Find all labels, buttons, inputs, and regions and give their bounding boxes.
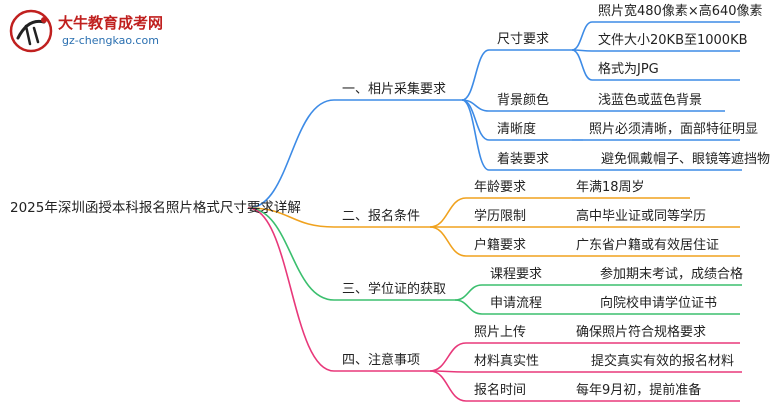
brand-logo: 大牛教育成考网 gz-chengkao.com — [8, 8, 168, 54]
connector-branch-item — [429, 226, 467, 257]
value-label: 格式为JPG — [598, 62, 659, 77]
value-label: 确保照片符合规格要求 — [576, 325, 707, 340]
connector-root-branch — [247, 99, 335, 209]
branch-label: 二、报名条件 — [342, 209, 421, 224]
connector-branch-item — [429, 197, 467, 228]
connector-item-value — [571, 49, 593, 81]
branch-label: 三、学位证的获取 — [342, 282, 447, 297]
item-label: 着装要求 — [497, 152, 550, 167]
connector-item-value — [571, 21, 593, 51]
connector-branch-item — [461, 49, 490, 101]
value-label: 参加期末考试，成绩合格 — [600, 267, 744, 282]
value-label: 浅蓝色或蓝色背景 — [598, 93, 703, 108]
item-label: 报名时间 — [474, 383, 527, 398]
value-label: 文件大小20KB至1000KB — [598, 33, 748, 48]
mindmap-connectors — [247, 21, 742, 402]
connector-branch-item — [429, 342, 467, 372]
branch-label: 四、注意事项 — [342, 353, 421, 368]
connector-branch-item — [461, 99, 490, 171]
item-label: 清晰度 — [497, 122, 537, 137]
connector-branch-item — [454, 299, 483, 315]
item-label: 课程要求 — [490, 267, 543, 282]
item-label: 背景颜色 — [497, 93, 550, 108]
connector-branch-item — [429, 370, 467, 402]
value-label: 向院校申请学位证书 — [600, 296, 718, 311]
item-label: 户籍要求 — [474, 238, 527, 253]
value-label: 避免佩戴帽子、眼镜等遮挡物 — [601, 152, 770, 167]
value-label: 每年9月初，提前准备 — [576, 383, 702, 398]
connector-root-branch — [247, 207, 335, 228]
logo-mark-icon — [9, 9, 53, 53]
connector-branch-item — [454, 284, 483, 301]
value-label: 高中毕业证或同等学历 — [576, 209, 707, 224]
item-label: 申请流程 — [490, 296, 543, 311]
value-label: 照片必须清晰，面部特征明显 — [589, 122, 759, 137]
value-label: 广东省户籍或有效居住证 — [576, 238, 720, 253]
logo-title: 大牛教育成考网 — [58, 14, 164, 32]
value-label: 照片宽480像素×高640像素 — [598, 4, 763, 19]
item-label: 材料真实性 — [474, 354, 540, 369]
logo-url: gz-chengkao.com — [62, 34, 159, 47]
value-label: 提交真实有效的报名材料 — [591, 354, 735, 369]
value-label: 年满18周岁 — [576, 180, 645, 195]
branch-label: 一、相片采集要求 — [342, 82, 447, 97]
mindmap-root: 2025年深圳函授本科报名照片格式尺寸要求详解 — [10, 200, 301, 216]
connector-root-branch — [247, 207, 335, 301]
item-label: 学历限制 — [474, 209, 527, 224]
item-label: 照片上传 — [474, 325, 527, 340]
item-label: 尺寸要求 — [497, 32, 550, 47]
connector-root-branch — [247, 207, 335, 372]
item-label: 年龄要求 — [474, 180, 527, 195]
